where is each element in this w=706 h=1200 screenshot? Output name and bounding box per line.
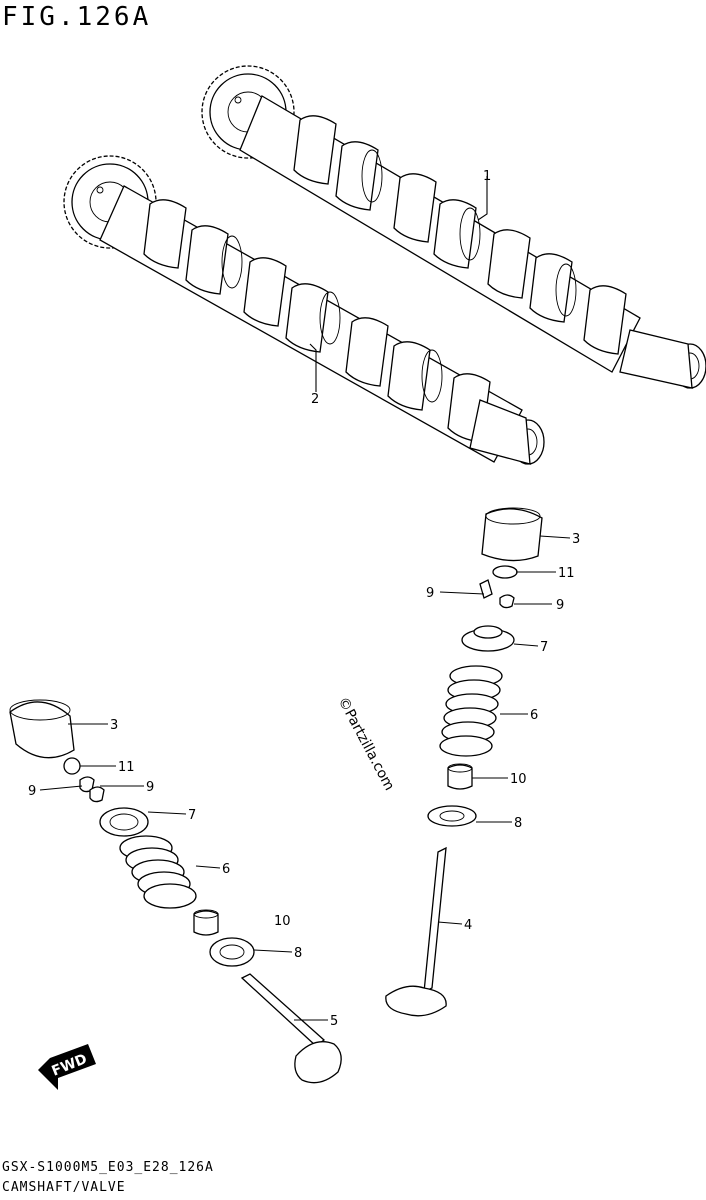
- callout-3[interactable]: 3: [572, 532, 580, 547]
- callout-6[interactable]: 6: [222, 862, 230, 877]
- watermark: ©Partzilla.com: [334, 694, 397, 793]
- exhaust-camshaft[interactable]: [63, 155, 545, 465]
- callout-9[interactable]: 9: [556, 598, 564, 613]
- shim-left[interactable]: [63, 757, 81, 775]
- callout-11[interactable]: 11: [118, 760, 135, 775]
- callout-8[interactable]: 8: [294, 946, 302, 961]
- retainer-left[interactable]: [99, 807, 149, 837]
- fwd-arrow-icon: [38, 1044, 96, 1090]
- spring-right[interactable]: [439, 665, 503, 757]
- cotter-left-b[interactable]: [89, 786, 105, 803]
- callout-9[interactable]: 9: [146, 780, 154, 795]
- cotter-right-a[interactable]: [479, 579, 493, 599]
- footer-code: GSX-S1000M5_E03_E28_126A: [2, 1160, 214, 1175]
- intake-camshaft[interactable]: [201, 65, 706, 389]
- intake-valve[interactable]: [385, 846, 447, 1017]
- callout-labels: 1 2 3 11 9 9 7 6 10 8 4 3 11 9 9 7 6 10 …: [28, 169, 580, 1029]
- leader-lines: [39, 176, 571, 1021]
- callout-5[interactable]: 5: [330, 1014, 338, 1029]
- callout-8[interactable]: 8: [514, 816, 522, 831]
- callout-6[interactable]: 6: [530, 708, 538, 723]
- stem-seal-left[interactable]: [193, 909, 219, 936]
- cotter-right-b[interactable]: [499, 594, 515, 609]
- watermark-text: ©Partzilla.com: [334, 694, 397, 793]
- callout-1[interactable]: 1: [483, 169, 491, 184]
- callout-9[interactable]: 9: [28, 784, 36, 799]
- spring-seat-left[interactable]: [209, 937, 255, 967]
- tappet-left[interactable]: [9, 699, 75, 759]
- callout-2[interactable]: 2: [311, 392, 319, 407]
- exhaust-valve[interactable]: [240, 973, 342, 1084]
- callout-7[interactable]: 7: [540, 640, 548, 655]
- footer-name: CAMSHAFT/VALVE: [2, 1180, 126, 1195]
- callout-10[interactable]: 10: [274, 914, 291, 929]
- callout-7[interactable]: 7: [188, 808, 196, 823]
- callout-11[interactable]: 11: [558, 566, 575, 581]
- callout-3[interactable]: 3: [110, 718, 118, 733]
- tappet-right[interactable]: [481, 507, 543, 562]
- figure-title: FIG.126A: [2, 2, 152, 32]
- spring-left[interactable]: [119, 835, 197, 909]
- shim-right[interactable]: [492, 565, 518, 579]
- retainer-right[interactable]: [461, 625, 515, 652]
- spring-seat-right[interactable]: [427, 805, 477, 827]
- callout-10[interactable]: 10: [510, 772, 527, 787]
- callout-4[interactable]: 4: [464, 918, 472, 933]
- stem-seal-right[interactable]: [447, 763, 473, 790]
- callout-9[interactable]: 9: [426, 586, 434, 601]
